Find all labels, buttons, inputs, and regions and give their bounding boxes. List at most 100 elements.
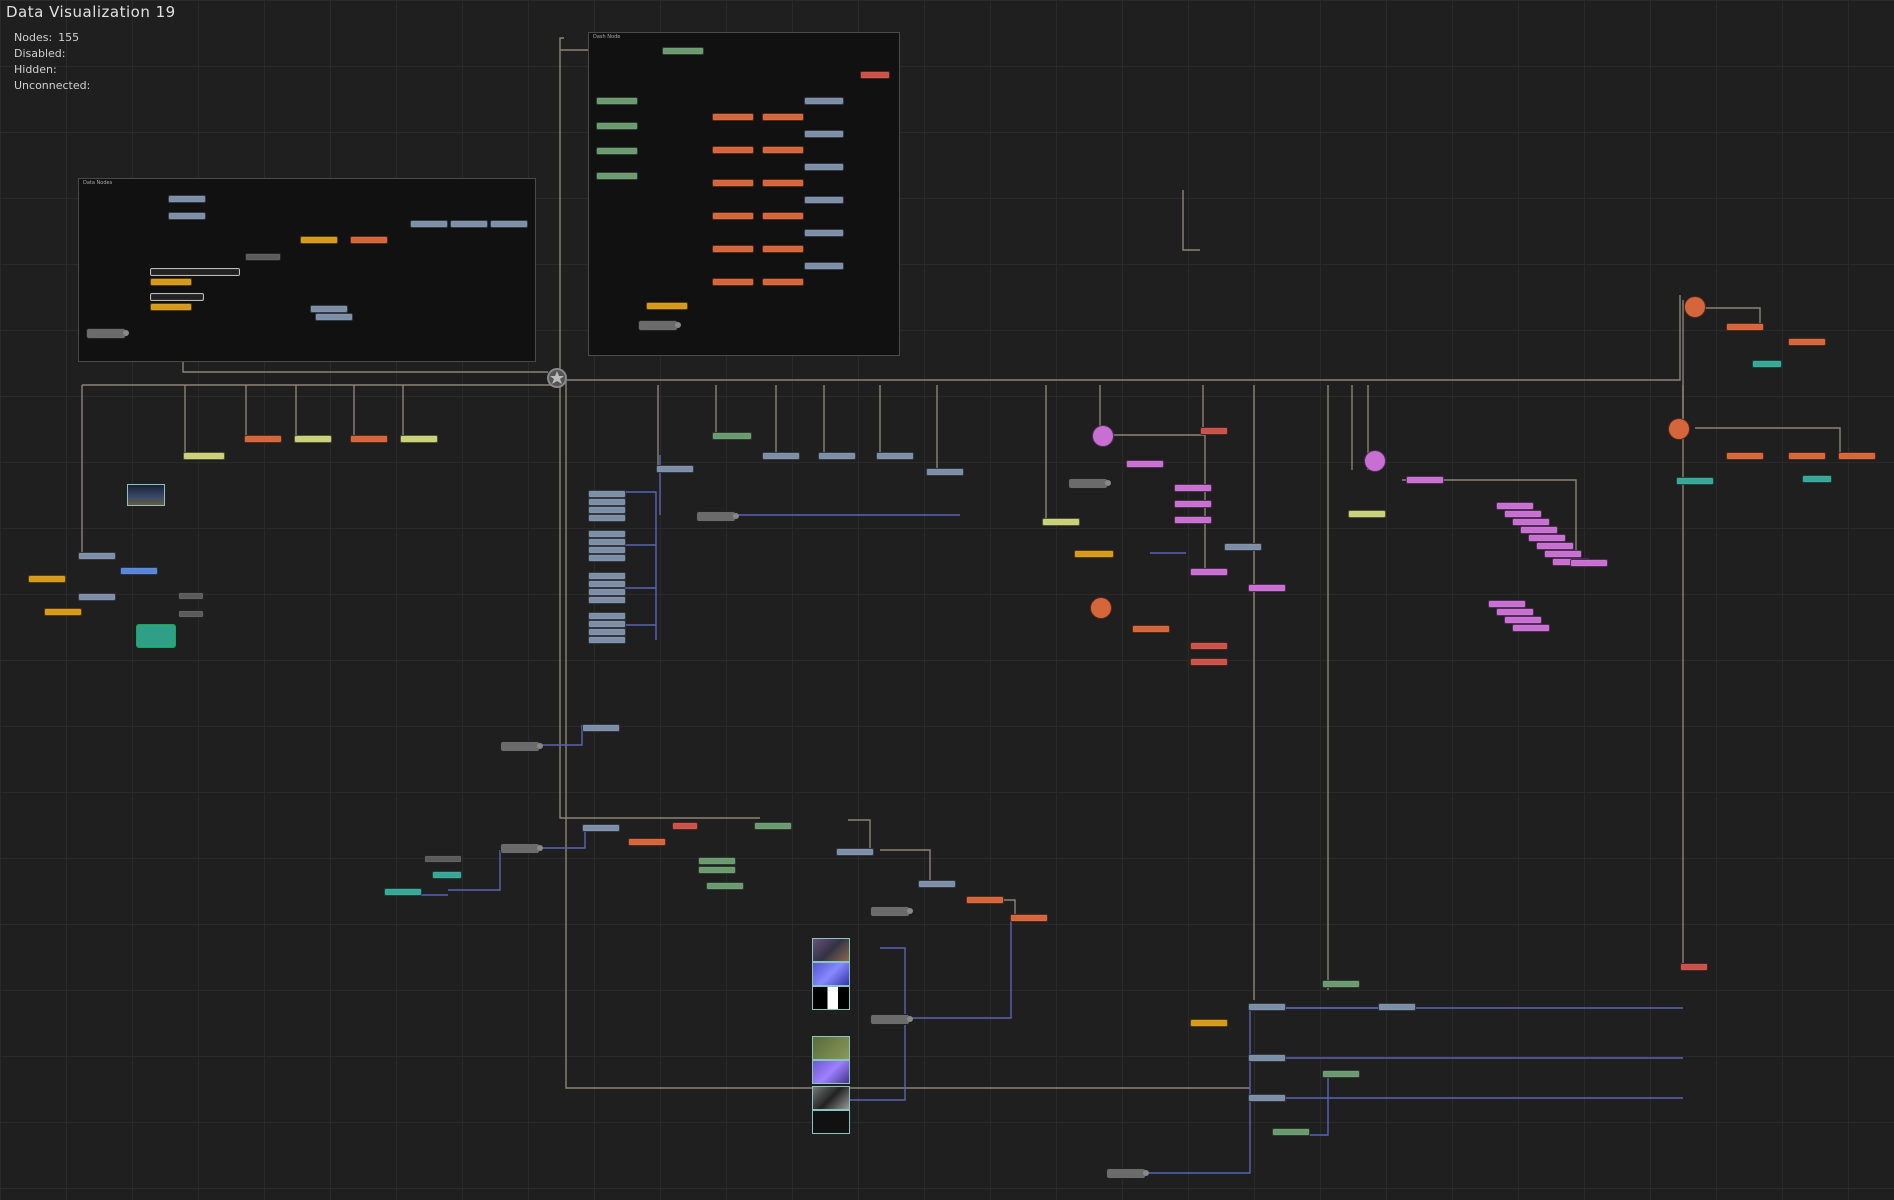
graph-node[interactable] xyxy=(966,896,1004,904)
graph-node[interactable] xyxy=(44,608,82,616)
graph-node[interactable] xyxy=(1190,642,1228,650)
graph-node[interactable] xyxy=(1174,500,1212,508)
list-node[interactable] xyxy=(588,546,626,554)
camera-node-icon[interactable] xyxy=(500,843,543,854)
list-node[interactable] xyxy=(588,596,626,604)
image-thumbnail[interactable] xyxy=(812,1086,850,1110)
sticky-note[interactable] xyxy=(136,624,176,648)
graph-node[interactable] xyxy=(450,220,488,228)
graph-node[interactable] xyxy=(762,452,800,460)
graph-node[interactable] xyxy=(150,293,204,301)
graph-node[interactable] xyxy=(300,236,338,244)
graph-node[interactable] xyxy=(1752,360,1782,368)
graph-node[interactable] xyxy=(1726,452,1764,460)
camera-node-icon[interactable] xyxy=(870,1014,913,1025)
list-node[interactable] xyxy=(588,580,626,588)
camera-node-icon[interactable] xyxy=(696,511,739,522)
graph-node[interactable] xyxy=(712,278,754,286)
graph-node[interactable] xyxy=(424,855,462,863)
list-node[interactable] xyxy=(588,538,626,546)
graph-node[interactable] xyxy=(596,172,638,180)
graph-node[interactable] xyxy=(1378,1003,1416,1011)
graph-node[interactable] xyxy=(1010,914,1048,922)
list-node[interactable] xyxy=(588,628,626,636)
graph-node[interactable] xyxy=(628,838,666,846)
camera-node-icon[interactable] xyxy=(500,741,543,752)
graph-node[interactable] xyxy=(582,724,620,732)
graph-node[interactable] xyxy=(762,179,804,187)
dot-node[interactable] xyxy=(1364,450,1386,472)
graph-node[interactable] xyxy=(400,435,438,443)
graph-node[interactable] xyxy=(1174,484,1212,492)
graph-node[interactable] xyxy=(1348,510,1386,518)
graph-node[interactable] xyxy=(150,303,192,311)
graph-node[interactable] xyxy=(836,848,874,856)
image-thumbnail[interactable] xyxy=(812,938,850,962)
graph-node[interactable] xyxy=(410,220,448,228)
graph-node[interactable] xyxy=(1174,516,1212,524)
image-thumbnail[interactable] xyxy=(812,1060,850,1084)
graph-node[interactable] xyxy=(712,245,754,253)
image-thumbnail[interactable] xyxy=(812,1036,850,1060)
list-node[interactable] xyxy=(588,620,626,628)
graph-node[interactable] xyxy=(1190,658,1228,666)
graph-node[interactable] xyxy=(596,122,638,130)
graph-node[interactable] xyxy=(672,822,698,830)
graph-node[interactable] xyxy=(698,857,736,865)
dot-node[interactable] xyxy=(1090,597,1112,619)
graph-node[interactable] xyxy=(646,302,688,310)
image-thumbnail[interactable] xyxy=(812,1110,850,1134)
graph-node[interactable] xyxy=(656,465,694,473)
graph-node[interactable] xyxy=(1322,980,1360,988)
graph-node[interactable] xyxy=(1788,452,1826,460)
list-node[interactable] xyxy=(588,572,626,580)
graph-node[interactable] xyxy=(1520,526,1558,534)
list-node[interactable] xyxy=(588,612,626,620)
camera-node-icon[interactable] xyxy=(870,906,913,917)
graph-node[interactable] xyxy=(762,245,804,253)
camera-node-icon[interactable] xyxy=(1068,478,1111,489)
graph-node[interactable] xyxy=(706,882,744,890)
graph-node[interactable] xyxy=(762,278,804,286)
camera-node-icon[interactable] xyxy=(638,320,681,331)
graph-node[interactable] xyxy=(432,871,462,879)
list-node[interactable] xyxy=(588,514,626,522)
graph-node[interactable] xyxy=(1788,338,1826,346)
graph-node[interactable] xyxy=(804,97,844,105)
graph-node[interactable] xyxy=(804,163,844,171)
graph-node[interactable] xyxy=(178,592,204,600)
graph-node[interactable] xyxy=(1248,584,1286,592)
graph-node[interactable] xyxy=(818,452,856,460)
graph-node[interactable] xyxy=(804,229,844,237)
graph-node[interactable] xyxy=(712,212,754,220)
camera-node-icon[interactable] xyxy=(86,328,129,339)
graph-node[interactable] xyxy=(1528,534,1566,542)
graph-node[interactable] xyxy=(1680,963,1708,971)
graph-node[interactable] xyxy=(926,468,964,476)
graph-node[interactable] xyxy=(28,575,66,583)
graph-node[interactable] xyxy=(1544,550,1582,558)
graph-node[interactable] xyxy=(1488,600,1526,608)
preview-thumbnail[interactable] xyxy=(127,484,165,506)
graph-node[interactable] xyxy=(350,435,388,443)
graph-node[interactable] xyxy=(582,824,620,832)
dot-node[interactable] xyxy=(1668,418,1690,440)
graph-node[interactable] xyxy=(244,435,282,443)
graph-node[interactable] xyxy=(78,552,116,560)
graph-node[interactable] xyxy=(762,113,804,121)
graph-node[interactable] xyxy=(1802,475,1832,483)
graph-node[interactable] xyxy=(1496,608,1534,616)
graph-node[interactable] xyxy=(245,253,281,261)
graph-node[interactable] xyxy=(596,147,638,155)
graph-node[interactable] xyxy=(1074,550,1114,558)
graph-node[interactable] xyxy=(1322,1070,1360,1078)
graph-node[interactable] xyxy=(1726,323,1764,331)
graph-node[interactable] xyxy=(168,212,206,220)
graph-node[interactable] xyxy=(1248,1054,1286,1062)
backdrop-top[interactable]: Dash Node xyxy=(588,32,900,356)
graph-node[interactable] xyxy=(876,452,914,460)
graph-node[interactable] xyxy=(762,212,804,220)
graph-node[interactable] xyxy=(183,452,225,460)
graph-node[interactable] xyxy=(712,179,754,187)
graph-node[interactable] xyxy=(1504,616,1542,624)
